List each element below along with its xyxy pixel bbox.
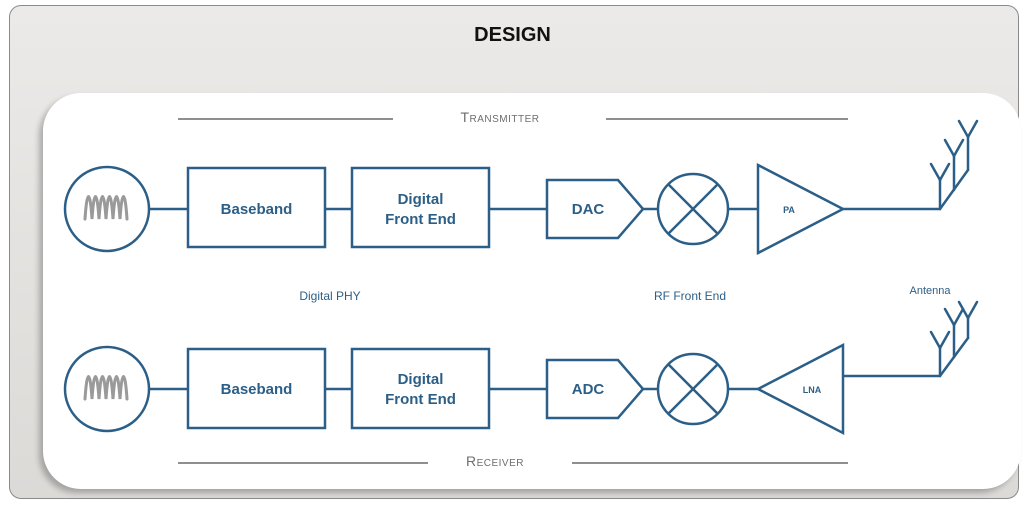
tx-digital-front-end-block: Digital Front End <box>350 166 491 249</box>
rx-chain: Baseband Digital Front End ADC LNA <box>63 300 979 436</box>
tx-mixer-icon <box>656 172 730 246</box>
tx-baseband-block: Baseband <box>186 166 327 249</box>
transmitter-rule-right <box>606 118 848 120</box>
digital-phy-label: Digital PHY <box>299 289 361 303</box>
tx-chain: Baseband Digital Front End DAC PA <box>63 119 979 256</box>
transmitter-rule-left <box>178 118 393 120</box>
rx-baseband-label: Baseband <box>221 381 293 398</box>
tx-baseband-label: Baseband <box>221 201 293 218</box>
tx-signal-source-icon <box>63 165 151 253</box>
lna-label: LNA <box>803 385 822 395</box>
dac-block: DAC <box>545 178 645 240</box>
rx-signal-sink-icon <box>63 345 151 433</box>
rx-antenna-icon <box>929 300 979 378</box>
rx-digital-front-end-block: Digital Front End <box>350 347 491 430</box>
pa-amplifier-block: PA <box>756 162 846 256</box>
rx-baseband-block: Baseband <box>186 347 327 430</box>
diagram-title: DESIGN <box>474 24 551 46</box>
rx-dfe-label-line2: Front End <box>385 391 456 408</box>
antenna-label: Antenna <box>909 285 951 297</box>
lna-amplifier-block: LNA <box>755 342 845 436</box>
rf-front-end-label: RF Front End <box>653 289 727 303</box>
receiver-rule-right <box>572 462 848 464</box>
receiver-heading: Receiver <box>465 453 524 469</box>
adc-label: ADC <box>572 381 605 398</box>
transmitter-heading: Transmitter <box>460 109 540 125</box>
dac-label: DAC <box>572 201 605 218</box>
tx-dfe-label-line2: Front End <box>385 211 456 228</box>
adc-block: ADC <box>545 358 645 420</box>
pa-label: PA <box>783 205 795 215</box>
rx-dfe-label-line1: Digital <box>398 371 444 388</box>
tx-antenna-icon <box>929 119 979 211</box>
tx-dfe-label-line1: Digital <box>398 191 444 208</box>
rx-mixer-icon <box>656 352 730 426</box>
receiver-rule-left <box>178 462 428 464</box>
